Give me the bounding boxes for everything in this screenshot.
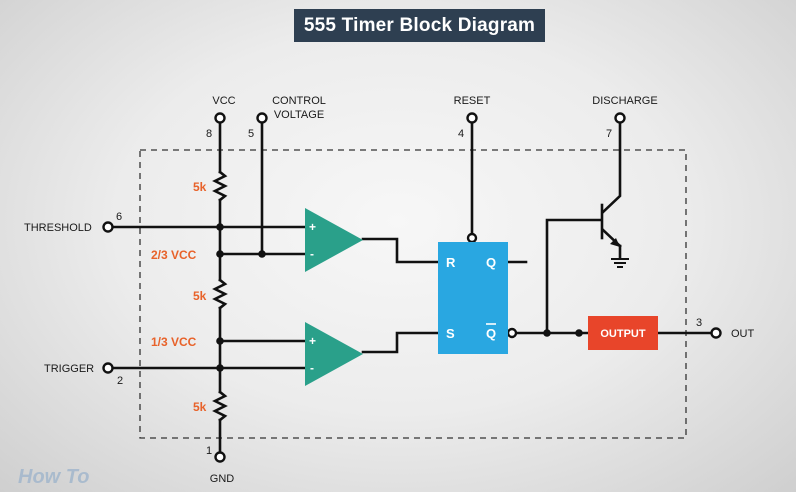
comparator2-to-s-wire bbox=[361, 331, 440, 354]
junction-transistor bbox=[543, 329, 551, 337]
discharge-wire bbox=[601, 116, 622, 214]
emitter-arrow bbox=[610, 238, 620, 247]
vcc-label: VCC bbox=[212, 95, 235, 107]
junction-control bbox=[258, 250, 266, 258]
chip-boundary bbox=[139, 149, 687, 439]
reset-input-bubble bbox=[466, 232, 478, 244]
junction-two-third bbox=[216, 250, 224, 258]
out-pin-number: 3 bbox=[696, 317, 702, 329]
ground-symbol bbox=[611, 258, 629, 268]
threshold-comparator bbox=[305, 208, 363, 272]
one-third-vcc-label: 1/3 VCC bbox=[151, 335, 197, 349]
pin-control-terminal bbox=[256, 112, 268, 124]
discharge-label: DISCHARGE bbox=[592, 95, 657, 107]
comparator1-to-r-wire bbox=[361, 237, 440, 264]
flip-flop-qbar: Q bbox=[486, 326, 496, 341]
qbar-output-bubble bbox=[506, 327, 518, 339]
comparator2-plus: + bbox=[309, 334, 316, 348]
reset-label: RESET bbox=[454, 95, 491, 107]
pin-gnd-terminal bbox=[214, 451, 226, 463]
pin-threshold-terminal bbox=[102, 221, 114, 233]
output-block bbox=[588, 316, 658, 350]
flip-flop-s: S bbox=[446, 326, 455, 341]
how-to-watermark: How To bbox=[18, 466, 89, 488]
trigger-pin-number: 2 bbox=[117, 375, 123, 387]
pin-reset-terminal bbox=[466, 112, 478, 124]
comparator1-plus: + bbox=[309, 220, 316, 234]
pin-out-terminal bbox=[710, 327, 722, 339]
resistor-3-label: 5k bbox=[193, 400, 207, 414]
out-label: OUT bbox=[731, 328, 755, 340]
pin-trigger-terminal bbox=[102, 362, 114, 374]
resistor-2 bbox=[212, 278, 228, 310]
comparator2-minus: - bbox=[310, 361, 314, 375]
threshold-label: THRESHOLD bbox=[24, 222, 92, 234]
junction-threshold bbox=[216, 223, 224, 231]
gnd-label: GND bbox=[210, 473, 235, 485]
discharge-pin-number: 7 bbox=[606, 128, 612, 140]
control-voltage-label-line1: CONTROL bbox=[272, 95, 326, 107]
two-third-vcc-label: 2/3 VCC bbox=[151, 248, 197, 262]
resistor-1-label: 5k bbox=[193, 180, 207, 194]
control-voltage-pin-number: 5 bbox=[248, 128, 254, 140]
pin-discharge-terminal bbox=[614, 112, 626, 124]
junction-trigger bbox=[216, 364, 224, 372]
page-title: 555 Timer Block Diagram bbox=[294, 9, 545, 42]
vcc-pin-number: 8 bbox=[206, 128, 212, 140]
flip-flop-q: Q bbox=[486, 255, 496, 270]
trigger-label: TRIGGER bbox=[44, 363, 94, 375]
transistor-base-wire bbox=[545, 218, 602, 335]
junction-output bbox=[575, 329, 583, 337]
resistor-2-label: 5k bbox=[193, 289, 207, 303]
output-block-label: OUTPUT bbox=[600, 328, 646, 340]
threshold-pin-number: 6 bbox=[116, 211, 122, 223]
reset-pin-number: 4 bbox=[458, 128, 464, 140]
gnd-pin-number: 1 bbox=[206, 445, 212, 457]
control-voltage-label-line2: VOLTAGE bbox=[274, 109, 324, 121]
flip-flop bbox=[438, 242, 508, 354]
comparator1-minus: - bbox=[310, 247, 314, 261]
junction-one-third bbox=[216, 337, 224, 345]
trigger-comparator bbox=[305, 322, 363, 386]
resistor-1 bbox=[212, 170, 228, 202]
pin-vcc-terminal bbox=[214, 112, 226, 124]
flip-flop-r: R bbox=[446, 255, 456, 270]
resistor-3 bbox=[212, 390, 228, 422]
